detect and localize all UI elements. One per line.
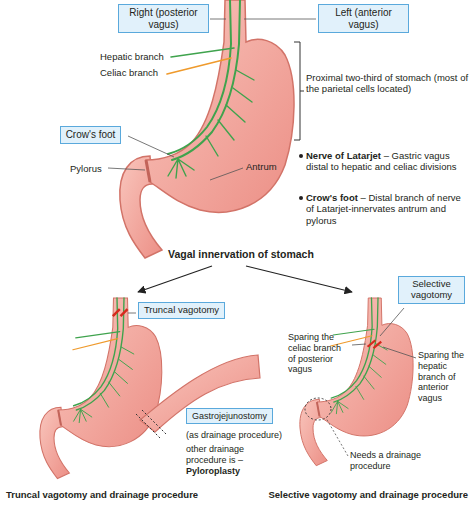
annotation-text: Proximal two-third of stomach (most of t… bbox=[306, 72, 470, 95]
leader-line bbox=[326, 418, 348, 456]
drainage-site bbox=[305, 398, 331, 420]
note-paragraph: Nerve of Latarjet– Gastric vagus distal … bbox=[306, 150, 470, 173]
bracket bbox=[294, 42, 304, 140]
leader-line bbox=[128, 313, 136, 314]
label-box: Selective vagotomy bbox=[398, 276, 465, 304]
leader-line bbox=[244, 19, 316, 20]
annotation-text: Sparing the hepatic branch of anterior v… bbox=[418, 350, 472, 404]
vagus-nerves bbox=[73, 298, 134, 423]
annotation-text: Needs a drainage procedure bbox=[350, 450, 430, 472]
box-label: Right (posterior vagus) bbox=[124, 7, 204, 30]
stomach-illustration bbox=[40, 298, 162, 479]
label-box: Gastrojejunostomy bbox=[186, 408, 273, 424]
label-box: Right (posterior vagus) bbox=[118, 4, 209, 33]
label-box: Left (anterior vagus) bbox=[318, 4, 409, 33]
note-term: Nerve of Latarjet bbox=[306, 150, 381, 161]
note-text: other drainage procedure is – bbox=[186, 444, 244, 465]
note-term: Crow's foot bbox=[306, 192, 358, 203]
cut-mark bbox=[368, 340, 382, 348]
truncal-figure bbox=[40, 298, 162, 479]
box-label: Left (anterior vagus) bbox=[324, 7, 404, 30]
annotation-text: Pylorus bbox=[70, 163, 102, 174]
label-box: Crow's foot bbox=[60, 126, 121, 144]
leader-line bbox=[210, 168, 243, 180]
annotation-text: Antrum bbox=[246, 161, 277, 172]
leader-line bbox=[108, 168, 145, 170]
box-label: Selective vagotomy bbox=[404, 279, 460, 301]
vagus-nerves bbox=[331, 298, 388, 414]
box-label: Gastrojejunostomy bbox=[192, 411, 267, 421]
annotation-text: Vagal innervation of stomach bbox=[168, 248, 314, 261]
annotation-text: Truncal vagotomy and drainage procedure bbox=[6, 489, 198, 500]
box-label: Crow's foot bbox=[66, 129, 116, 141]
note-term: Pyloroplasty bbox=[186, 466, 240, 476]
box-label: Truncal vagotomy bbox=[144, 305, 219, 316]
annotation-text: Selective vagotomy and drainage procedur… bbox=[268, 489, 468, 500]
label-box: Truncal vagotomy bbox=[138, 302, 225, 319]
leader-line bbox=[210, 19, 226, 20]
leader-line bbox=[380, 308, 404, 336]
stomach-illustration bbox=[120, 0, 294, 258]
flow-arrow bbox=[246, 266, 352, 292]
flow-arrow bbox=[138, 266, 212, 292]
leader-line bbox=[383, 347, 416, 358]
annotation-text: Celiac branch bbox=[100, 67, 158, 78]
annotation-text: Hepatic branch bbox=[100, 51, 164, 62]
anastomosis-stitches bbox=[136, 410, 166, 438]
bullet-dot bbox=[299, 196, 303, 200]
cut-mark bbox=[113, 309, 128, 316]
note-paragraph: other drainage procedure is –Pyloroplast… bbox=[186, 444, 286, 476]
stomach-illustration bbox=[300, 298, 413, 466]
leader-line bbox=[352, 344, 366, 345]
note-paragraph: Crow's foot– Distal branch of nerve of L… bbox=[306, 192, 470, 226]
bullet-dot bbox=[299, 154, 303, 158]
annotation-text: Sparing the celiac branch of posterior v… bbox=[288, 332, 350, 375]
annotation-text: (as drainage procedure) bbox=[186, 430, 282, 441]
leader-line bbox=[128, 136, 174, 157]
selective-figure bbox=[300, 298, 413, 466]
